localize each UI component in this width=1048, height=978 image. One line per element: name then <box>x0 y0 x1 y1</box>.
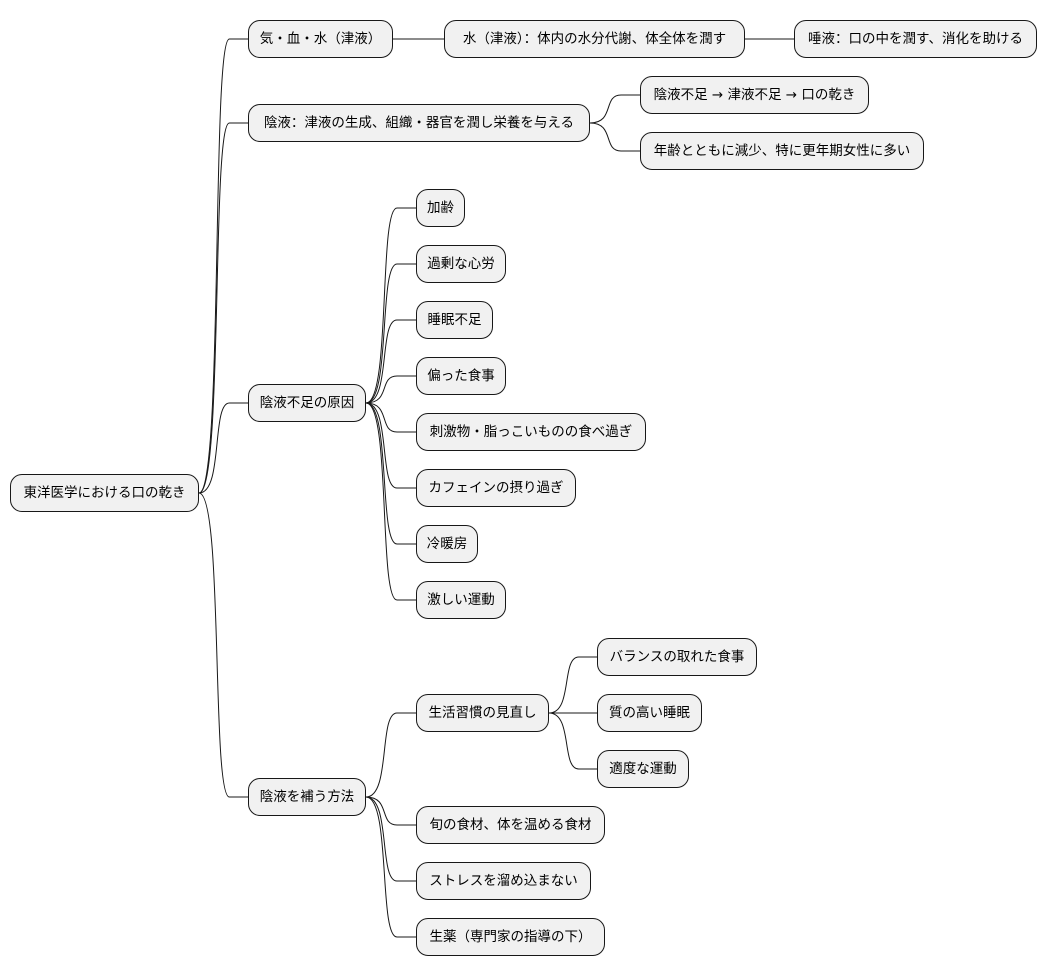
connector-root-node-to-branch-node-yin-fluid <box>198 122 248 494</box>
node-balanced-diet: バランスの取れた食事 <box>597 638 757 676</box>
node-water-fluid: 水（津液）：体内の水分代謝、体全体を潤す <box>444 20 745 58</box>
node-lifestyle-review: 生活習慣の見直し <box>416 694 549 732</box>
connector-branch-node-yin-deficiency-causes-to-cause-node-aging <box>365 207 416 404</box>
connector-branch-node-yin-deficiency-causes-to-cause-node-intense-exercise <box>365 402 416 601</box>
branch-node-qi-blood-water: 気・血・水（津液） <box>248 20 393 58</box>
cause-node-air-conditioning: 冷暖房 <box>416 525 478 563</box>
cause-node-intense-exercise: 激しい運動 <box>416 581 506 619</box>
node-yin-deficiency-chain: 陰液不足 → 津液不足 → 口の乾き <box>640 76 869 114</box>
connector-branch-node-yin-fluid-to-node-yin-deficiency-chain <box>589 94 640 124</box>
cause-node-stimulants-fatty-food: 刺激物・脂っこいものの食べ過ぎ <box>416 413 646 451</box>
connector-branch-node-yin-supplement-methods-to-node-lifestyle-review <box>365 712 416 798</box>
branch-node-yin-supplement-methods: 陰液を補う方法 <box>248 778 366 816</box>
connector-root-node-to-branch-node-yin-supplement-methods <box>198 492 248 798</box>
connector-branch-node-yin-deficiency-causes-to-cause-node-unbalanced-diet <box>365 375 416 404</box>
connector-branch-node-yin-supplement-methods-to-node-seasonal-warming-food <box>365 796 416 826</box>
node-saliva: 唾液：口の中を潤す、消化を助ける <box>794 20 1037 58</box>
cause-node-sleep-lack: 睡眠不足 <box>416 301 493 339</box>
connector-node-lifestyle-review-to-node-balanced-diet <box>548 656 597 714</box>
root-node: 東洋医学における口の乾き <box>10 474 199 512</box>
connector-branch-node-yin-fluid-to-node-age-decrease <box>589 122 640 152</box>
connector-root-node-to-branch-node-qi-blood-water <box>198 38 248 494</box>
node-moderate-exercise: 適度な運動 <box>597 750 689 788</box>
cause-node-caffeine: カフェインの摂り過ぎ <box>416 469 576 507</box>
connector-branch-node-yin-deficiency-causes-to-cause-node-stimulants-fatty-food <box>365 402 416 433</box>
branch-node-yin-deficiency-causes: 陰液不足の原因 <box>248 384 366 422</box>
node-herbal-medicine: 生薬（専門家の指導の下） <box>416 918 605 956</box>
connector-branch-node-yin-deficiency-causes-to-cause-node-sleep-lack <box>365 319 416 404</box>
connector-root-node-to-branch-node-yin-deficiency-causes <box>198 402 248 494</box>
connector-branch-node-yin-deficiency-causes-to-cause-node-caffeine <box>365 402 416 489</box>
cause-node-excess-worry: 過剰な心労 <box>416 245 506 283</box>
cause-node-unbalanced-diet: 偏った食事 <box>416 357 506 395</box>
connector-branch-node-yin-supplement-methods-to-node-avoid-stress <box>365 796 416 882</box>
node-seasonal-warming-food: 旬の食材、体を温める食材 <box>416 806 605 844</box>
node-age-decrease: 年齢とともに減少、特に更年期女性に多い <box>640 132 924 170</box>
node-quality-sleep: 質の高い睡眠 <box>597 694 702 732</box>
connector-branch-node-yin-deficiency-causes-to-cause-node-air-conditioning <box>365 402 416 545</box>
branch-node-yin-fluid: 陰液：津液の生成、組織・器官を潤し栄養を与える <box>248 104 590 142</box>
cause-node-aging: 加齢 <box>416 189 465 227</box>
connector-branch-node-yin-supplement-methods-to-node-herbal-medicine <box>365 796 416 938</box>
connector-branch-node-yin-deficiency-causes-to-cause-node-excess-worry <box>365 263 416 404</box>
node-avoid-stress: ストレスを溜め込まない <box>416 862 591 900</box>
connector-node-lifestyle-review-to-node-moderate-exercise <box>548 712 597 770</box>
